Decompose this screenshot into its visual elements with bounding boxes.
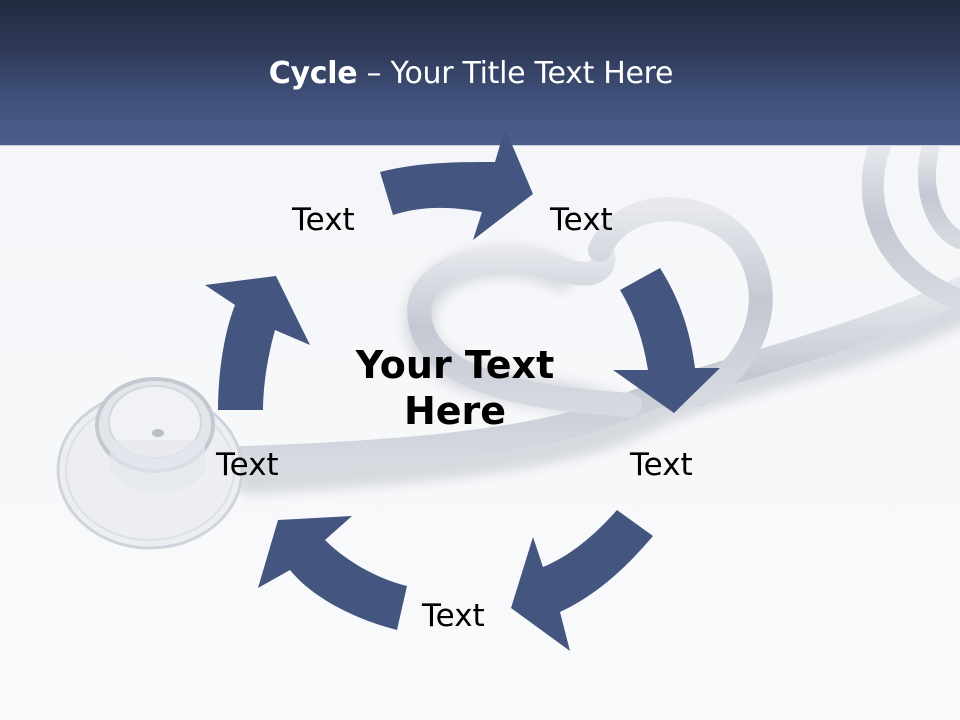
title-regular-part: Your Title Text Here — [390, 56, 674, 91]
step-label-bottom[interactable]: Text — [422, 598, 485, 634]
step-label-left[interactable]: Text — [216, 447, 279, 483]
cycle-arrow-bottom-left — [258, 516, 407, 630]
center-text[interactable]: Your Text Here — [330, 342, 580, 434]
center-text-line-2: Here — [403, 389, 507, 433]
step-label-top-right[interactable]: Text — [550, 202, 613, 238]
title-bold-part: Cycle — [268, 56, 358, 91]
cycle-arrow-left — [205, 276, 310, 410]
step-label-right[interactable]: Text — [630, 447, 693, 483]
title-bar: Cycle – Your Title Text Here — [0, 0, 960, 146]
slide-title[interactable]: Cycle – Your Title Text Here — [0, 54, 942, 94]
step-label-top-left[interactable]: Text — [292, 202, 355, 238]
cycle-arrow-top — [380, 128, 533, 240]
center-text-line-1: Your Text — [355, 343, 555, 387]
cycle-arrow-right — [613, 268, 720, 413]
title-separator: – — [357, 56, 391, 91]
cycle-arrow-bottom-right — [511, 510, 653, 651]
